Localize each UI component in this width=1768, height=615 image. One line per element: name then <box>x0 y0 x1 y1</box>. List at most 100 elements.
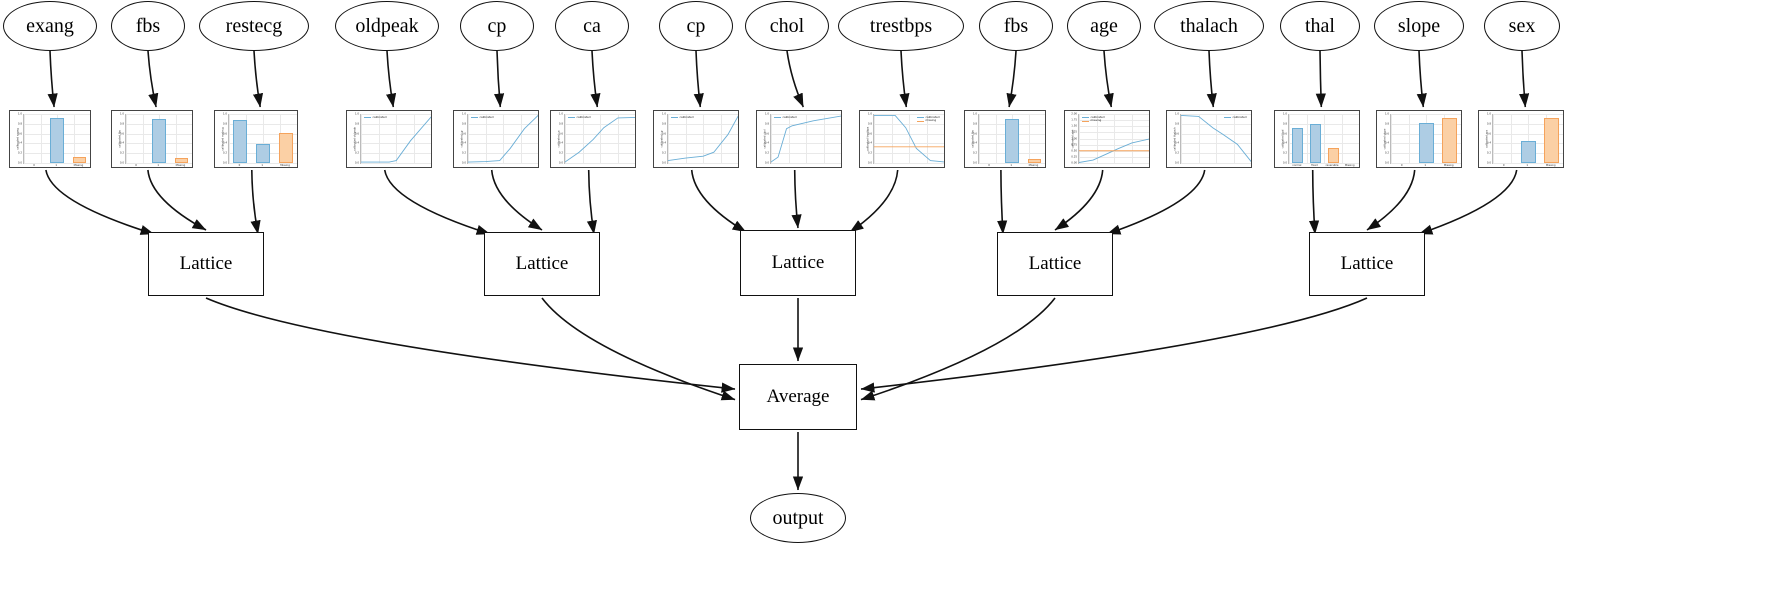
feature-node-exang-0[interactable]: exang <box>3 1 97 51</box>
lattice-node-1[interactable]: Lattice <box>484 232 600 296</box>
feature-node-thalach-11[interactable]: thalach <box>1154 1 1264 51</box>
chart-ytick: 0.0 <box>119 161 124 165</box>
chart-line-series <box>874 115 944 163</box>
chart-xtick: 1 <box>157 163 160 167</box>
lattice-node-label: Lattice <box>515 253 569 274</box>
chart-legend: calibrated <box>1223 114 1247 120</box>
chart-plot-area <box>1078 114 1149 164</box>
feature-node-cp-4[interactable]: cp <box>460 1 534 51</box>
feature-node-label: thalach <box>1180 14 1238 37</box>
chart-ytick: 0.0 <box>1486 161 1491 165</box>
chart-legend-label: calibrated <box>576 114 591 119</box>
chart-legend-label: calibrated <box>679 114 694 119</box>
chart-ytick: 0.8 <box>1384 122 1389 126</box>
feature-node-age-10[interactable]: age <box>1067 1 1141 51</box>
chart-xtick: 1 <box>1424 163 1427 167</box>
graph-edge <box>586 169 597 235</box>
chart-ytick: 1.0 <box>222 112 227 116</box>
chart-ytick: 1.0 <box>661 112 666 116</box>
feature-node-trestbps-8[interactable]: trestbps <box>838 1 964 51</box>
feature-node-chol-7[interactable]: chol <box>745 1 829 51</box>
chart-ytick: 0.4 <box>764 141 769 145</box>
chart-ylabel: calibrated cp <box>460 130 464 147</box>
feature-node-label: fbs <box>1003 14 1029 37</box>
feature-node-label: age <box>1090 14 1118 37</box>
feature-node-sex-14[interactable]: sex <box>1484 1 1560 51</box>
chart-ytick: 0.8 <box>17 122 22 126</box>
feature-node-restecg-2[interactable]: restecg <box>199 1 309 51</box>
average-node-label: Average <box>766 386 830 407</box>
chart-legend-label: calibrated <box>372 114 387 119</box>
feature-node-fbs-9[interactable]: fbs <box>979 1 1053 51</box>
graph-edge <box>1308 169 1320 235</box>
chart-legend: calibrated <box>568 114 591 120</box>
feature-node-oldpeak-3[interactable]: oldpeak <box>335 1 439 51</box>
feature-node-label: chol <box>769 14 805 37</box>
chart-ylabel: calibrated slope <box>1383 128 1387 149</box>
lattice-node-2[interactable]: Lattice <box>740 230 856 296</box>
chart-legend-label: calibrated <box>1232 114 1247 119</box>
chart-ytick: 0.4 <box>119 141 124 145</box>
chart-legend-swatch <box>916 120 924 122</box>
chart-ytick: 0.6 <box>972 132 977 136</box>
chart-ytick: 0.6 <box>661 132 666 136</box>
graph-edge <box>849 169 899 233</box>
chart-ytick: 0.6 <box>354 132 359 136</box>
graph-edge <box>1006 50 1017 108</box>
chart-line-series <box>771 115 841 163</box>
feature-node-ca-5[interactable]: ca <box>555 1 629 51</box>
lattice-node-4[interactable]: Lattice <box>1309 232 1425 296</box>
chart-ylabel: calibrated ca <box>557 130 561 147</box>
chart-xtick: 0 <box>33 163 35 167</box>
chart-ytick: 0.6 <box>222 132 227 136</box>
feature-node-label: exang <box>26 14 74 37</box>
average-node[interactable]: Average <box>739 364 857 430</box>
chart-ytick: 0.25 <box>1071 155 1077 159</box>
chart-ytick: 1.0 <box>972 112 977 116</box>
chart-line-series <box>361 116 431 163</box>
chart-ytick: 0.6 <box>1384 132 1389 136</box>
chart-legend-swatch <box>568 116 575 118</box>
chart-ytick: 0.6 <box>1282 132 1287 136</box>
chart-ytick: 2.00 <box>1071 112 1077 116</box>
graph-edge <box>47 50 58 108</box>
graph-edge <box>250 169 261 235</box>
chart-legend: calibrated <box>364 114 387 120</box>
feature-node-fbs-1[interactable]: fbs <box>111 1 185 51</box>
chart-legend-swatch <box>1082 116 1089 118</box>
graph-edge <box>490 169 543 231</box>
feature-node-thal-12[interactable]: thal <box>1280 1 1360 51</box>
chart-ytick: 0.8 <box>558 122 563 126</box>
chart-bar <box>1327 148 1339 163</box>
lattice-node-3[interactable]: Lattice <box>997 232 1113 296</box>
output-node[interactable]: output <box>750 493 846 543</box>
chart-plot-area <box>564 114 635 164</box>
chart-plot-area <box>1180 114 1251 164</box>
chart-xtick: 1 <box>261 163 264 167</box>
feature-node-slope-13[interactable]: slope <box>1374 1 1464 51</box>
chart-line-series <box>668 115 738 161</box>
chart-legend-swatch <box>1223 116 1231 118</box>
lattice-node-0[interactable]: Lattice <box>148 232 264 296</box>
graph-edge <box>1416 50 1427 108</box>
chart-xtick: Missing <box>1344 163 1355 167</box>
chart-ytick: 1.0 <box>1384 112 1389 116</box>
lattice-node-label: Lattice <box>1028 253 1082 274</box>
chart-xtick: Missing <box>280 163 290 167</box>
chart-ytick: 0.4 <box>354 141 359 145</box>
chart-legend-label: calibrated <box>1090 114 1105 119</box>
chart-ytick: 0.2 <box>354 151 359 155</box>
graph-edge <box>786 50 805 108</box>
chart-legend: calibrated <box>774 115 797 120</box>
chart-legend-row: calibrated <box>471 115 494 120</box>
chart-ytick: 0.2 <box>1486 151 1491 155</box>
feature-node-cp-6[interactable]: cp <box>659 1 733 51</box>
chart-ytick: 1.0 <box>1282 112 1287 116</box>
chart-ytick: 0.6 <box>17 132 22 136</box>
chart-legend-label: missing <box>1090 118 1102 123</box>
